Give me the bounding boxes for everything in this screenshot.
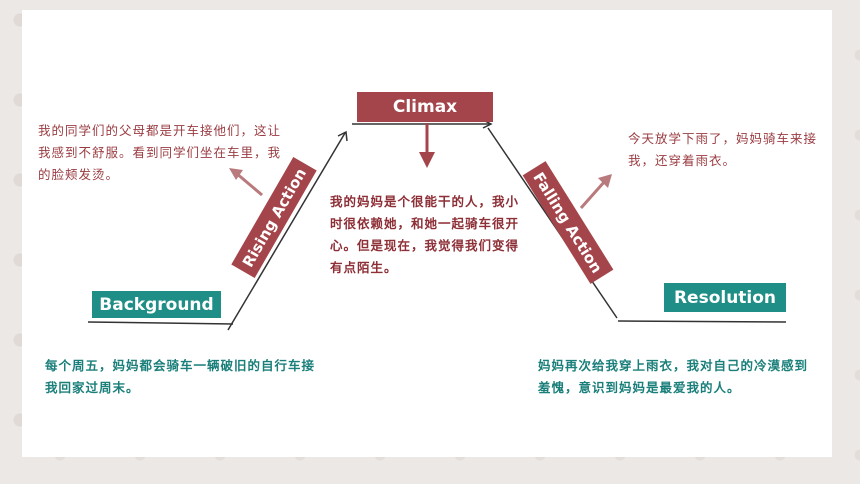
falling-pointer-shaft xyxy=(579,180,607,209)
rising-pointer-shaft xyxy=(235,171,263,197)
rising-pointer-head xyxy=(229,168,243,180)
falling-pointer-head xyxy=(598,174,612,188)
background-node: Background xyxy=(92,291,221,318)
rising-line xyxy=(227,132,346,331)
climax-node: Climax xyxy=(357,92,493,122)
climax-text: 我的妈妈是个很能干的人，我小时很依赖她，和她一起骑车很开心。但是现在，我觉得我们… xyxy=(330,194,520,275)
rising-action-text: 我的同学们的父母都是开车接他们，这让我感到不舒服。看到同学们坐在车里，我的脸颊发… xyxy=(38,123,282,182)
resolution-node: Resolution xyxy=(664,283,786,312)
slide-card xyxy=(22,10,832,457)
falling-action-text: 今天放学下雨了，妈妈骑车来接我，还穿着雨衣。 xyxy=(628,131,818,168)
resolution-text: 妈妈再次给我穿上雨衣，我对自己的冷漠感到羞愧，意识到妈妈是最爱我的人。 xyxy=(538,358,809,395)
background-text: 每个周五，妈妈都会骑车一辆破旧的自行车接我回家过周末。 xyxy=(45,358,316,395)
rising-arrowhead xyxy=(337,130,348,142)
base-line-left xyxy=(87,321,234,325)
climax-arrow-head xyxy=(419,152,435,168)
base-line-right xyxy=(617,320,787,323)
